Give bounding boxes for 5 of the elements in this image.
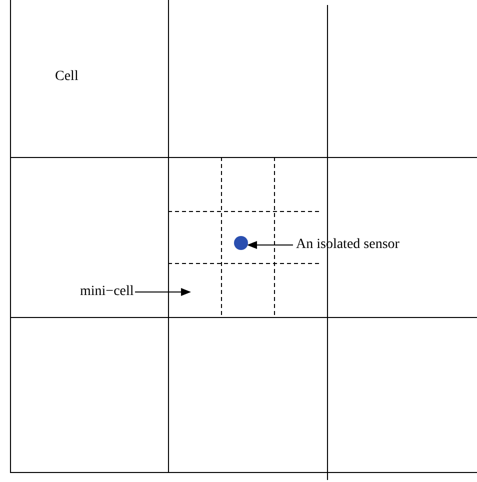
region-label: Cell <box>55 69 78 85</box>
sensor-dot <box>234 236 248 250</box>
arrow <box>247 241 294 249</box>
arrow <box>134 288 191 296</box>
annotation-text: mini−cell <box>80 284 134 300</box>
